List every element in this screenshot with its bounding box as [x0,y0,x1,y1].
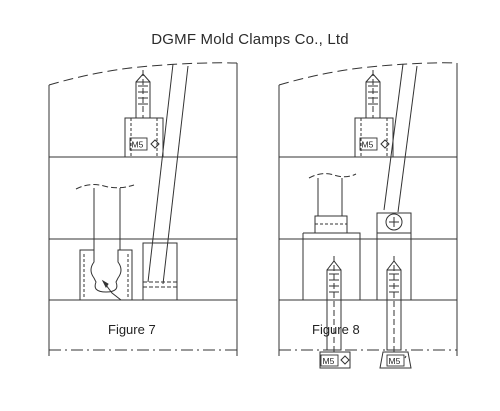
figure-7-label: Figure 7 [108,322,156,337]
fig8-rod-right-edge [397,65,418,213]
fig8-m5-tag-right [386,354,405,367]
fig7-keyhole-slot [79,249,133,300]
fig8-round-head-icon [385,213,403,231]
fig8-bolt-right-base [379,351,412,369]
fig8-lower-bolt-right: M5 [379,256,412,369]
fig8-left-bore [302,232,361,300]
fig7-rod-pocket [142,242,178,301]
fig8-top-break [278,62,458,86]
fig8-m5-tag-left [320,354,339,367]
fig7-pin-lines [93,188,121,250]
fig7-top-clamp: M5 [124,70,164,158]
figure-7-drawing: M5 [48,62,238,356]
fig8-lower-bolt-left: M5 [319,256,351,369]
fig7-m5-tag [129,137,148,151]
fig8-pin-break [308,173,357,179]
fig8-m5-text-left: M5 [323,356,335,366]
fig7-m5-text: M5 [132,140,144,150]
fig7-pin-break [75,184,135,190]
fig8-m5-tag-top [359,137,378,151]
fig7-rod-left-edge [147,63,174,283]
fig8-right-pin [376,212,412,300]
figure-8-drawing: M5 [278,62,458,369]
fig8-diamond-icon-top [380,139,390,149]
fig8-left-pin [302,173,361,300]
fig7-diamond-icon [150,139,160,149]
fig7-top-break [48,62,238,86]
fig8-m5-text-right: M5 [389,356,401,366]
fig8-top-clamp: M5 [354,70,394,158]
fig7-rod-right-edge [162,65,189,285]
fig7-arrow-icon [101,279,109,288]
fig8-diamond-icon-left [340,355,350,365]
diagram-title: DGMF Mold Clamps Co., Ltd [151,31,349,48]
fig8-bolt-left-base [319,351,351,369]
fig8-m5-text-top: M5 [362,140,374,150]
fig8-round-head-block [376,212,412,234]
fig7-keyhole-pocket [75,184,135,301]
fig8-right-bore [376,233,412,300]
fig8-rod-left-edge [383,63,404,211]
figure-8-label: Figure 8 [312,322,360,337]
